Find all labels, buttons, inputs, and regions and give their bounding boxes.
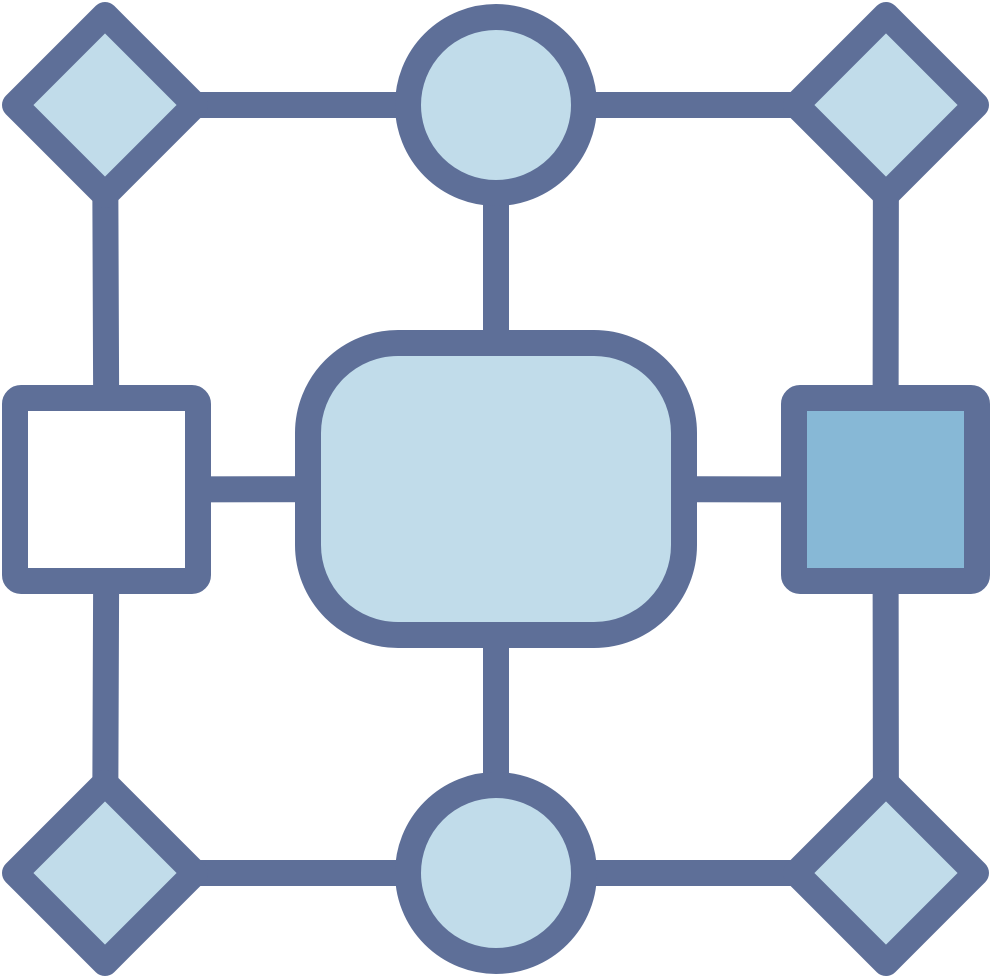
diamond-top-right-node [783, 2, 989, 208]
circle-top-node [395, 4, 597, 206]
circle-bottom-node [395, 772, 597, 974]
square-left-node [2, 385, 211, 594]
diamond-top-left-node [2, 2, 208, 208]
diamond-bottom-right-node [783, 770, 989, 976]
square-right-node [781, 385, 990, 594]
center-rounded-rect-node [295, 330, 697, 648]
diamond-bottom-left-node [2, 770, 208, 976]
